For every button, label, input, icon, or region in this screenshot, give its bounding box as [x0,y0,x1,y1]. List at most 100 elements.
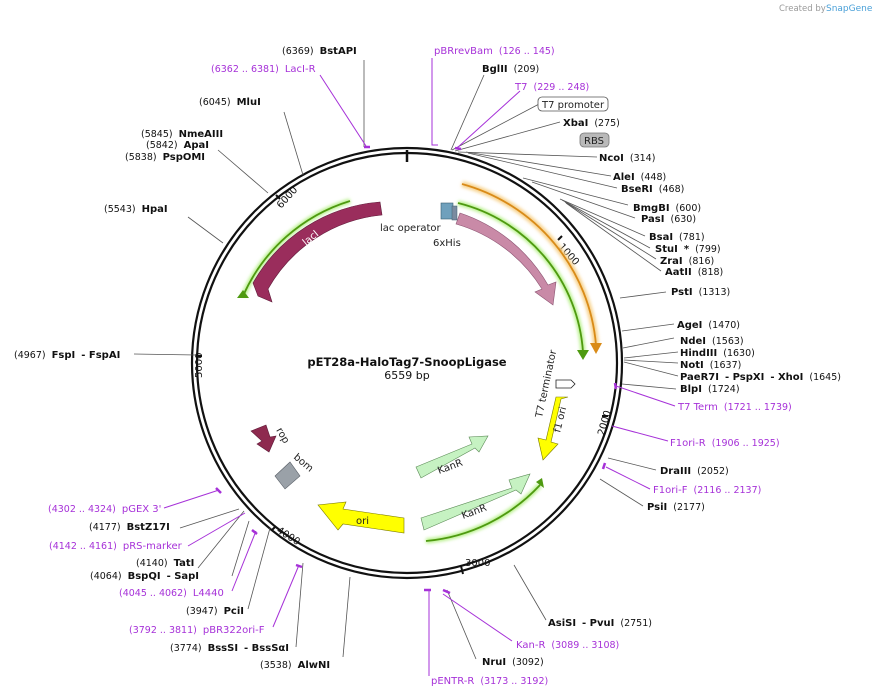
his-tag-box[interactable] [451,205,458,221]
lac-operator-box[interactable] [440,202,454,220]
label-part: (448) [641,172,667,183]
kanr-arrow-inner[interactable] [415,435,489,479]
ori-arrow[interactable] [317,501,405,534]
label-part: F1ori-R [670,438,706,449]
site-bstz17i[interactable]: (4177)BstZ17I [89,522,170,533]
label-part: - FspAI [81,350,120,361]
primer-leaders [163,58,676,676]
rop-label: rop [273,426,291,446]
site-bsai[interactable]: BsaI(781) [649,232,705,243]
label-part: BseRI [621,184,653,195]
label-part: FspI [52,350,76,361]
label-part: HindIII [680,348,717,359]
label-part: (6369) [282,46,314,57]
label-part: (1637) [710,360,742,371]
f1-ori-arrow[interactable] [537,396,569,461]
site-bsssi[interactable]: (3774)BssSI- BssSαI [170,643,289,654]
label-part: (1724) [708,384,740,395]
site-tati[interactable]: (4140)TatI [136,558,194,569]
site-fspi[interactable]: (4967)FspI- FspAI [14,350,120,361]
site-agei[interactable]: AgeI (1470) [677,320,740,331]
primer-t7-term[interactable]: T7 Term(1721 .. 1739) [677,402,792,413]
primer-prs-marker[interactable]: (4142 .. 4161)pRS-marker [49,541,183,552]
rop-arrow[interactable] [250,424,277,453]
site-alei[interactable]: AleI(448) [613,172,666,183]
site-stui[interactable]: StuI*(799) [655,244,721,255]
label-part: BlpI [680,384,702,395]
t7-terminator-box[interactable] [555,379,576,389]
bom-box[interactable] [274,461,301,490]
laci-arrow[interactable] [252,201,383,303]
label-part: pBRrevBam [434,46,493,57]
primer-pbr322ori-f[interactable]: (3792 .. 3811)pBR322ori-F [129,625,265,636]
label-part: (6362 .. 6381) [211,64,279,75]
label-part: (468) [659,184,685,195]
site-nmeaiii[interactable]: (5845)NmeAIII [141,129,223,140]
site-psti[interactable]: PstI(1313) [671,287,730,298]
svg-text:Created by: Created by [779,4,826,14]
label-part: (3089 .. 3108) [551,640,619,651]
tick-6000 [275,194,281,200]
primer-t7[interactable]: T7(229 .. 248) [514,82,589,93]
site-paer7i[interactable]: PaeR7I- PspXI- XhoI(1645) [680,372,841,383]
laci-orf-arrowhead [237,290,249,298]
label-part: (2751) [620,618,652,629]
site-ncoi[interactable]: NcoI(314) [599,153,655,164]
primer-pentr-r[interactable]: pENTR-R(3173 .. 3192) [431,676,548,687]
primer-kan-r[interactable]: Kan-R(3089 .. 3108) [516,640,619,651]
label-part: (229 .. 248) [533,82,589,93]
label-part: BsaI [649,232,673,243]
label-part: (4142 .. 4161) [49,541,117,552]
site-hindiii[interactable]: HindIII(1630) [680,348,755,359]
label-part: - SapI [167,571,199,582]
primer-f1ori-f[interactable]: F1ori-F(2116 .. 2137) [653,485,761,496]
svg-text:SnapGene: SnapGene [826,4,873,14]
site-pspomi[interactable]: (5838)PspOMI [125,152,205,163]
label-part: NotI [680,360,704,371]
site-hpai[interactable]: (5543)HpaI [104,204,168,215]
primer-pbrrevbam[interactable]: pBRrevBam(126 .. 145) [434,46,555,57]
site-noti[interactable]: NotI (1637) [680,360,741,371]
label-part: (3092) [512,657,544,668]
site-mlui[interactable]: (6045)MluI [199,97,261,108]
label-part: (1721 .. 1739) [724,402,792,413]
site-bstapi[interactable]: (6369) BstAPI [282,46,357,57]
primer-f1ori-r[interactable]: F1ori-R(1906 .. 1925) [670,438,780,449]
site-apai[interactable]: (5842)ApaI [146,140,209,151]
primer-laci-r[interactable]: (6362 .. 6381)LacI-R [211,64,316,75]
label-part: MluI [237,97,261,108]
label-part: BmgBI [633,203,670,214]
site-bmgbi[interactable]: BmgBI(600) [633,203,701,214]
label-part: (209) [514,64,540,75]
label-part: AgeI [677,320,702,331]
ori-label: ori [356,516,369,527]
primer-pgex3[interactable]: (4302 .. 4324)pGEX 3' [48,504,161,515]
site-draiii[interactable]: DraIII(2052) [660,466,729,477]
site-zrai[interactable]: ZraI(816) [660,256,714,267]
label-part: (2116 .. 2137) [693,485,761,496]
label-part: BstAPI [320,46,357,57]
site-bspqi[interactable]: (4064)BspQI- SapI [90,571,199,582]
kanr-orf-line [425,484,541,542]
site-bglii[interactable]: BglII(209) [482,64,539,75]
tick-label-3000: 3000 [465,558,490,569]
t7-promoter-box[interactable] [537,96,609,112]
label-part: (1470) [708,320,740,331]
site-aatii[interactable]: AatII(818) [665,267,723,278]
kanr-arrow-outer[interactable] [420,473,531,531]
site-nrui[interactable]: NruI(3092) [482,657,544,668]
site-pasi[interactable]: PasI(630) [641,214,696,225]
site-pcii[interactable]: (3947)PciI [186,606,244,617]
site-xbai[interactable]: XbaI(275) [563,118,620,129]
primer-l4440[interactable]: (4045 .. 4062)L4440 [119,588,224,599]
halotag-arrow[interactable] [455,212,557,306]
site-blpi[interactable]: BlpI (1724) [680,384,740,395]
snapgene-credit: Created by SnapGene [779,4,873,14]
rbs-box[interactable] [579,132,610,148]
site-alwni[interactable]: (3538)AlwNI [260,660,330,671]
site-asisi[interactable]: AsiSI- PvuI(2751) [548,618,652,629]
site-bseri[interactable]: BseRI (468) [621,184,684,195]
site-ndei[interactable]: NdeI(1563) [680,336,744,347]
site-psii[interactable]: PsiI(2177) [647,502,705,513]
label-part: AsiSI [548,618,576,629]
